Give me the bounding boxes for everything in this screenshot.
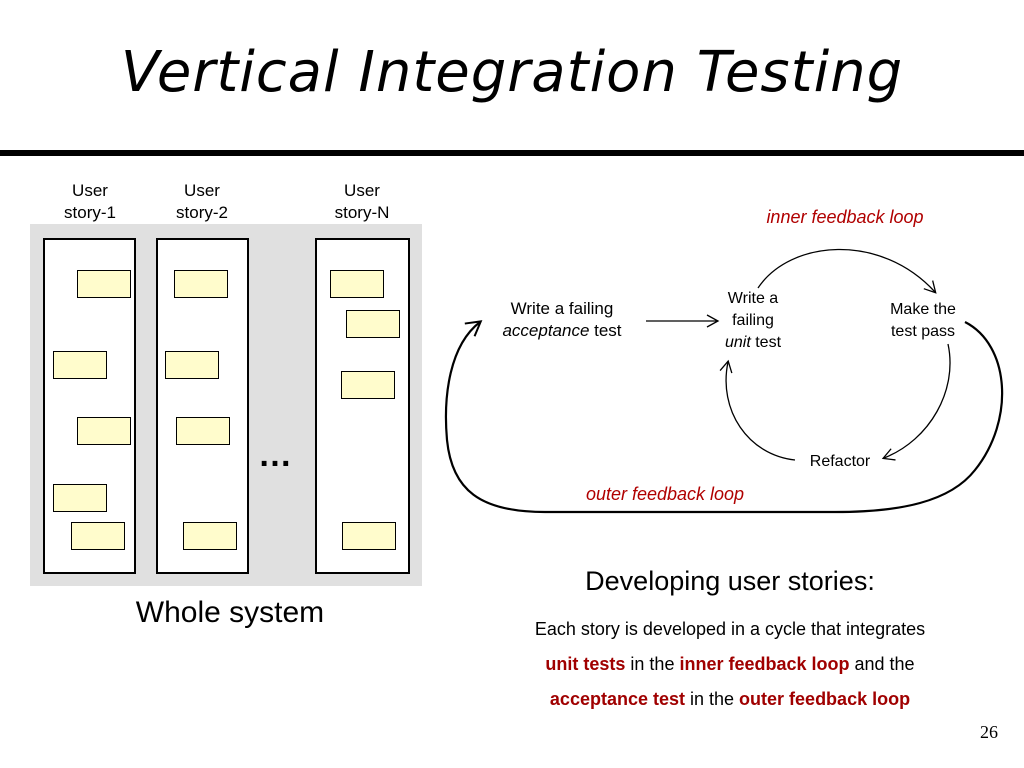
- pass-to-refactor-arrow: [881, 343, 951, 461]
- story-card: [341, 371, 395, 399]
- story-card: [165, 351, 219, 379]
- acceptance-rest: test: [589, 321, 622, 340]
- inner-loop-term: inner feedback loop: [679, 654, 850, 674]
- story-n-column: [315, 238, 410, 574]
- make-pass-line1: Make the: [890, 301, 956, 318]
- unit-rest: test: [750, 334, 782, 351]
- write-acceptance-line1: Write a failing: [510, 299, 614, 318]
- story-2-column: [156, 238, 249, 574]
- more-stories-ellipsis: …: [258, 436, 294, 474]
- outer-loop-arrow: [444, 320, 1004, 514]
- write-unit-line2: failing: [732, 312, 774, 329]
- inner-loop-label: inner feedback loop: [766, 207, 924, 227]
- story-card: [53, 351, 107, 379]
- unit-tests-term: unit tests: [545, 654, 626, 674]
- title-divider: [0, 150, 1024, 156]
- story-2-label: User story-2: [176, 181, 228, 222]
- acceptance-emphasis: acceptance: [502, 321, 590, 340]
- story-card: [53, 484, 107, 512]
- story-card: [176, 417, 230, 445]
- story-card: [77, 417, 131, 445]
- write-acceptance-line2: acceptance test: [482, 320, 642, 342]
- story-1-column: [43, 238, 136, 574]
- story-card: [174, 270, 228, 298]
- story-card: [183, 522, 237, 550]
- write-unit-node: Write a failing unit test: [706, 288, 800, 354]
- description-heading: Developing user stories:: [585, 566, 875, 596]
- unit-emphasis: unit: [724, 334, 751, 351]
- story-card: [71, 522, 125, 550]
- write-unit-line3: unit test: [706, 332, 800, 354]
- page-number: 26: [980, 722, 998, 742]
- write-acceptance-node: Write a failing acceptance test: [482, 298, 642, 342]
- make-pass-line2: test pass: [890, 323, 956, 340]
- refactor-to-unit-arrow: [719, 359, 796, 461]
- make-pass-node: Make the test pass: [870, 299, 976, 343]
- line3-text: in the: [685, 689, 740, 709]
- description-line-2: unit tests in the inner feedback loop an…: [460, 654, 1000, 675]
- whole-system-caption: Whole system: [135, 596, 325, 629]
- unit-to-pass-arrow: [757, 248, 937, 294]
- story-n-label: User story-N: [334, 181, 390, 222]
- description-line-3: acceptance test in the outer feedback lo…: [460, 689, 1000, 710]
- whole-system-panel: [30, 224, 422, 586]
- line2-text-b: and the: [849, 654, 915, 674]
- line2-text-a: in the: [625, 654, 680, 674]
- outer-loop-label: outer feedback loop: [585, 484, 745, 504]
- outer-loop-term: outer feedback loop: [739, 689, 911, 709]
- story-card: [346, 310, 400, 338]
- story-1-label: User story-1: [64, 181, 116, 222]
- slide-title: Vertical Integration Testing: [120, 40, 904, 105]
- refactor-node: Refactor: [809, 453, 871, 470]
- description-line-1: Each story is developed in a cycle that …: [534, 619, 926, 639]
- story-card: [342, 522, 396, 550]
- story-card: [330, 270, 384, 298]
- write-unit-line1: Write a: [727, 290, 779, 307]
- story-card: [77, 270, 131, 298]
- acceptance-test-term: acceptance test: [549, 689, 685, 709]
